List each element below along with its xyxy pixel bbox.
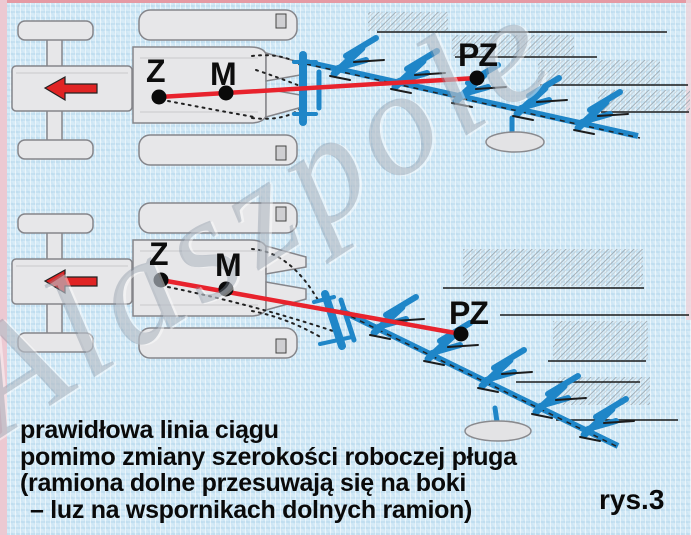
border-stripe-top: [0, 0, 691, 3]
plow-bottom: [312, 249, 689, 449]
tractor-bottom: [11, 202, 337, 359]
border-stripe-left: [0, 0, 7, 535]
caption-line-2: pomimo zmiany szerokości roboczej pługa: [20, 442, 517, 471]
pull-line-bottom: [153, 272, 469, 342]
point-label-z-bottom: Z: [149, 236, 169, 272]
point-label-pz-top: PZ: [458, 37, 498, 73]
plow-top: [292, 12, 690, 153]
point-label-m-top: M: [210, 56, 237, 92]
figure-caption: prawidłowa linia ciągu pomimo zmiany sze…: [20, 417, 517, 523]
point-label-z-top: Z: [146, 53, 166, 89]
point-label-m-bottom: M: [215, 247, 242, 283]
pull-line-top: [151, 70, 485, 105]
caption-line-3: (ramiona dolne przesuwają się na boki: [20, 469, 466, 497]
caption-line-1: prawidłowa linia ciągu: [20, 416, 279, 444]
figure-number: rys.3: [599, 484, 665, 515]
caption-line-4: – luz na wspornikach dolnych ramion): [30, 495, 473, 524]
point-label-pz-bottom: PZ: [449, 295, 489, 331]
border-stripe-right: [686, 0, 691, 320]
